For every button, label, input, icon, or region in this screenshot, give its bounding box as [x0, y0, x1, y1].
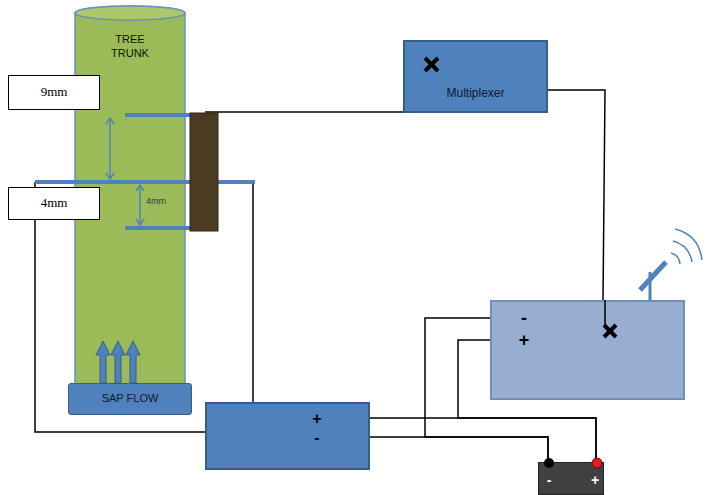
dimension-arrow	[136, 185, 144, 225]
node-text: SAP FLOW	[69, 392, 191, 405]
node-text: 4mm	[9, 195, 99, 211]
dimension-box: 4mm	[8, 187, 100, 220]
probe-needle	[35, 180, 255, 184]
radio-wave	[673, 241, 692, 262]
radio-wave	[671, 253, 680, 264]
wire-connector	[370, 437, 548, 462]
wire-connector	[370, 418, 596, 462]
node-text: 9mm	[9, 84, 99, 100]
battery: -+	[538, 462, 604, 495]
node-text: -	[541, 473, 557, 488]
channel-cross	[425, 58, 438, 71]
channel-cross	[604, 325, 616, 337]
node-text: TREE TRUNK	[105, 33, 155, 61]
node-text: -	[308, 429, 326, 447]
wire-line	[548, 90, 605, 300]
radio-wave	[675, 229, 702, 260]
sap-flow-band: SAP FLOW	[68, 383, 192, 415]
sap-flow-arrow	[111, 341, 125, 383]
node-text: +	[515, 331, 533, 351]
positive-terminal	[592, 458, 602, 468]
heater-wire	[252, 182, 254, 402]
sensor-wire	[205, 111, 403, 113]
node-text: Multiplexer	[405, 86, 546, 100]
channel-cross	[425, 58, 438, 71]
wire-line	[370, 437, 548, 462]
probe-holder	[190, 113, 218, 231]
dimension-arrow	[106, 118, 114, 179]
sap-flow-arrow	[96, 341, 110, 383]
heater-controller-box: +-	[205, 402, 370, 470]
mux-figure	[405, 42, 550, 115]
wire-line	[370, 418, 596, 462]
data-logger-box: -+	[490, 300, 685, 400]
channel-cross	[604, 325, 616, 337]
node-text: +	[308, 410, 326, 428]
dimension-label: 4mm	[146, 196, 166, 206]
multiplexer-box: Multiplexer	[403, 40, 548, 113]
dimension-box: 9mm	[8, 75, 100, 110]
trunk-top	[75, 6, 185, 20]
node-text: -	[515, 309, 533, 329]
negative-terminal	[544, 458, 554, 468]
wire-connector	[548, 90, 605, 300]
node-text: +	[587, 473, 603, 488]
sap-flow-arrow	[126, 341, 140, 383]
antenna-dish	[640, 262, 666, 290]
